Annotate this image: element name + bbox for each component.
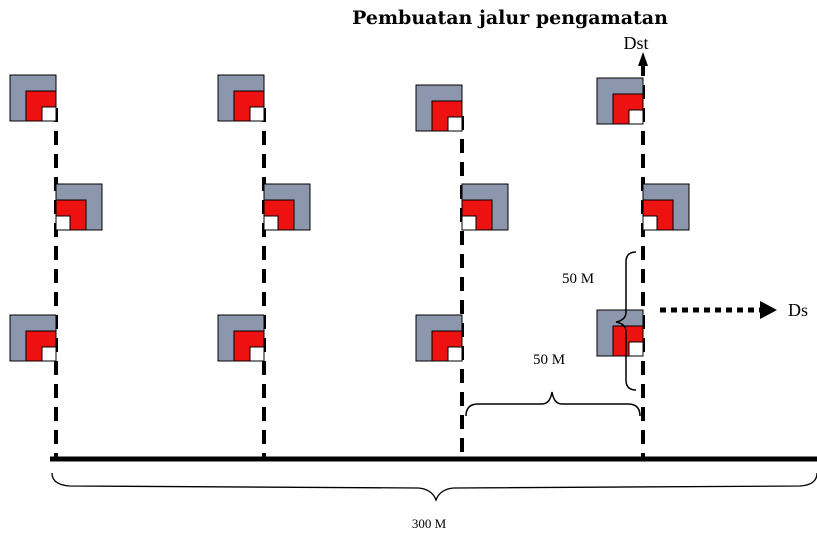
total-length-label: 300 M: [412, 516, 447, 531]
plot-t3-r1: [415, 84, 463, 132]
plot-inner: [447, 116, 463, 132]
plot-inner: [55, 215, 71, 231]
plot-inner: [263, 215, 279, 231]
horizontal-spacing-label: 50 M: [533, 352, 565, 368]
plot-t3-r2: [461, 183, 509, 231]
diagram-title: Pembuatan jalur pengamatan: [352, 7, 668, 29]
plot-inner: [628, 109, 644, 125]
dst-label: Dst: [623, 33, 648, 53]
plot-inner: [41, 106, 57, 122]
horizontal-spacing-brace: [465, 391, 641, 417]
plot-t4-r1: [596, 77, 644, 125]
plot-inner: [447, 346, 463, 362]
sampling-plots: [9, 74, 690, 362]
plot-t1-r3: [9, 314, 57, 362]
transect-lines: [54, 62, 645, 458]
plot-t2-r2: [263, 183, 311, 231]
plot-t1-r1: [9, 74, 57, 122]
plot-t4-r2: [642, 183, 690, 231]
plot-inner: [249, 346, 265, 362]
arrow-up-icon: [638, 52, 648, 66]
arrow-right-icon: [760, 301, 777, 319]
plot-inner: [642, 215, 658, 231]
plot-inner: [41, 346, 57, 362]
plot-t2-r1: [217, 74, 265, 122]
vertical-spacing-brace: [615, 251, 637, 391]
plot-t2-r3: [217, 314, 265, 362]
plot-inner: [628, 341, 644, 357]
plot-inner: [461, 215, 477, 231]
ds-label: Ds: [788, 300, 808, 320]
plot-t1-r2: [55, 183, 103, 231]
plot-inner: [249, 106, 265, 122]
plot-t3-r3: [415, 314, 463, 362]
plot-t4-r3: [596, 309, 644, 357]
total-length-brace: [51, 472, 817, 502]
vertical-spacing-label: 50 M: [562, 271, 594, 287]
